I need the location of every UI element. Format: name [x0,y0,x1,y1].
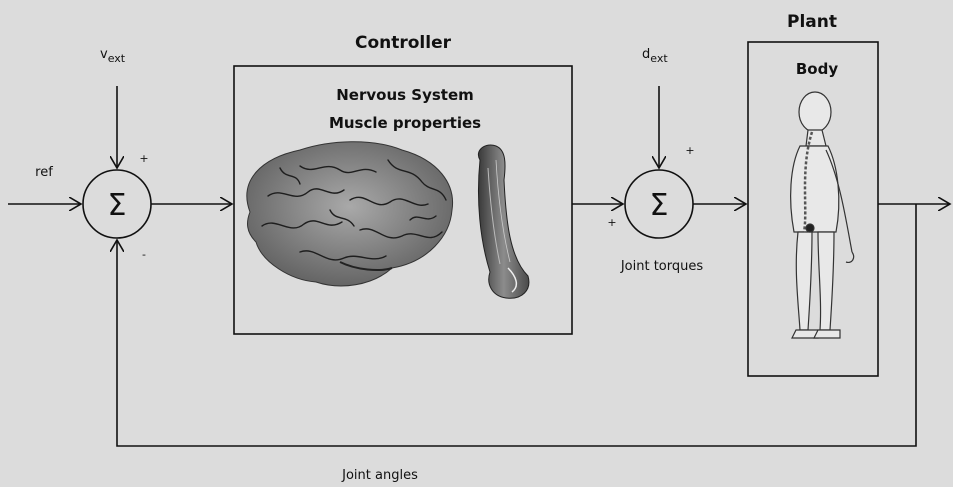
sum-junction-2-symbol: Σ [650,188,669,223]
sum-2-sign-top: + [685,144,694,157]
plant-body-label: Body [796,60,838,78]
controller-line-2: Muscle properties [329,114,481,132]
feedback-path [117,204,916,446]
ref-label: ref [35,165,53,180]
sum-junction-1-symbol: Σ [108,188,127,223]
joint-angles-label: Joint angles [341,468,418,483]
controller-title: Controller [355,33,452,53]
plant-title: Plant [787,12,837,32]
muscle-image [478,145,528,298]
sum-1-sign-top: + [139,152,148,165]
brain-image [247,142,453,286]
v-ext-label: vext [100,47,126,65]
sum-1-sign-bottom: - [142,248,146,261]
joint-torques-label: Joint torques [620,259,704,274]
sum-2-sign-left: + [607,216,616,229]
d-ext-label: dext [642,47,668,65]
controller-line-1: Nervous System [336,86,474,104]
human-body-image [791,92,854,338]
